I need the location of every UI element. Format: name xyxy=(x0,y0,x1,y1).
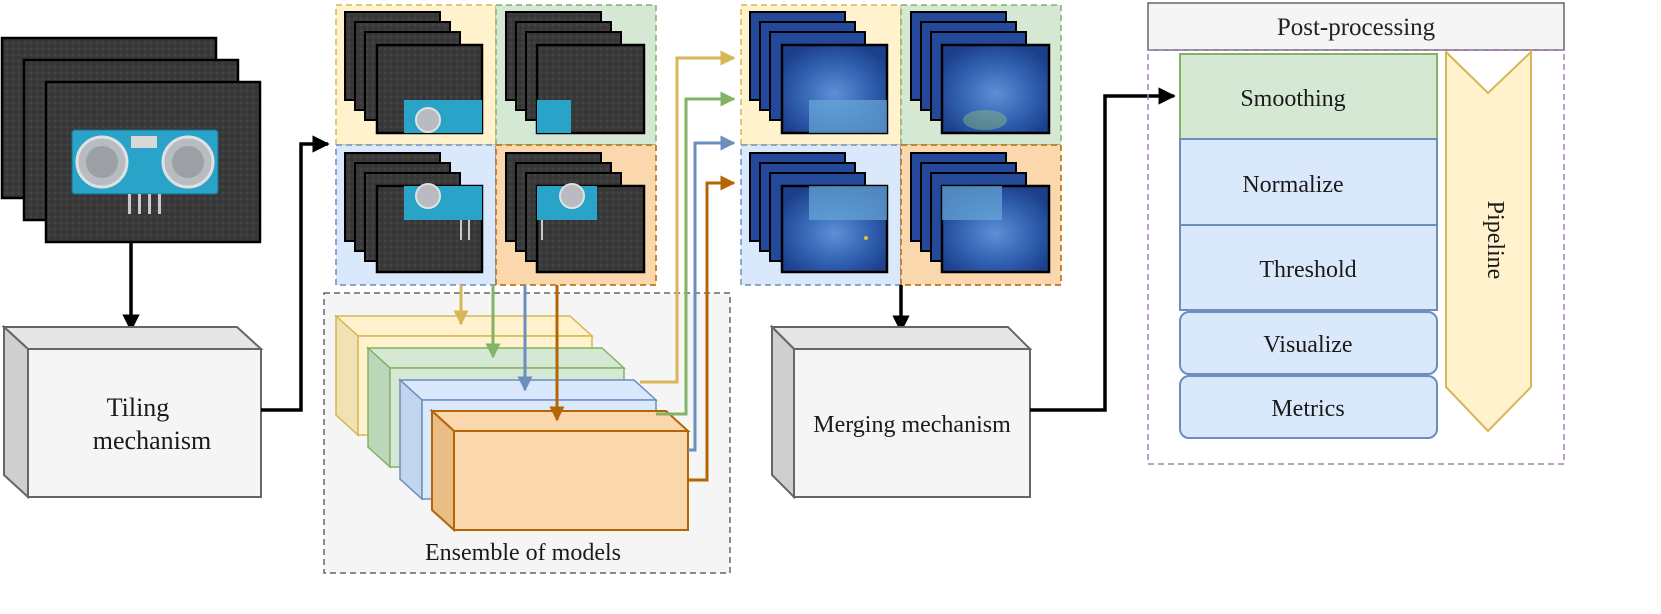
ensemble-group: Ensemble of models xyxy=(323,292,731,574)
tiling-mechanism-box: Tiling mechanism xyxy=(1,324,264,500)
merging-label: Merging mechanism xyxy=(813,412,1011,438)
heatmap-stack-blue xyxy=(749,152,889,274)
heatmap-stack-green xyxy=(910,11,1051,135)
tile-stack-blue xyxy=(344,152,484,274)
step-metrics: Metrics xyxy=(1179,375,1438,439)
tile-stack-orange xyxy=(505,152,646,274)
step-normalize: Normalize xyxy=(1179,138,1438,226)
arrow-merging-to-postprocessing xyxy=(1030,87,1176,412)
sensor-board-icon xyxy=(71,129,219,214)
heatmap-stack-orange xyxy=(910,152,1051,274)
input-image-stack xyxy=(0,36,262,244)
arrow-yellow-model-to-prediction xyxy=(640,50,736,384)
step-smoothing: Smoothing xyxy=(1179,53,1438,140)
arrow-blue-model-to-prediction xyxy=(688,135,736,452)
step-visualize: Visualize xyxy=(1179,311,1438,375)
tile-stack-green xyxy=(505,11,646,135)
pipeline-chevron: Pipeline xyxy=(1445,49,1532,433)
ensemble-label: Ensemble of models xyxy=(425,540,621,566)
post-processing-title-bar xyxy=(1147,2,1565,51)
arrow-green-model-to-prediction xyxy=(656,91,736,416)
step-visualize-label: Visualize xyxy=(1263,332,1352,358)
step-threshold-label: Threshold xyxy=(1259,257,1356,283)
model-block-orange xyxy=(429,408,691,533)
post-processing-container xyxy=(1147,49,1565,465)
step-normalize-label: Normalize xyxy=(1242,172,1343,198)
merging-mechanism-box: Merging mechanism xyxy=(769,324,1033,500)
pipeline-label: Pipeline xyxy=(1482,201,1508,280)
prediction-grid xyxy=(740,4,1062,286)
arrow-orange-model-to-prediction xyxy=(688,175,736,482)
step-metrics-label: Metrics xyxy=(1271,396,1344,422)
tile-grid xyxy=(335,4,657,286)
step-smoothing-label: Smoothing xyxy=(1240,86,1345,112)
tiling-label-line2: mechanism xyxy=(93,426,211,455)
arrow-tiling-to-tiles xyxy=(261,135,330,412)
post-processing-panel: Post-processing Smoothing Normalize Thre… xyxy=(1147,2,1565,465)
step-threshold: Threshold xyxy=(1179,224,1438,311)
post-processing-title: Post-processing xyxy=(1277,14,1436,41)
heatmap-stack-yellow xyxy=(749,11,889,135)
tile-stack-yellow xyxy=(344,11,484,135)
tiling-label-line1: Tiling xyxy=(107,393,170,422)
